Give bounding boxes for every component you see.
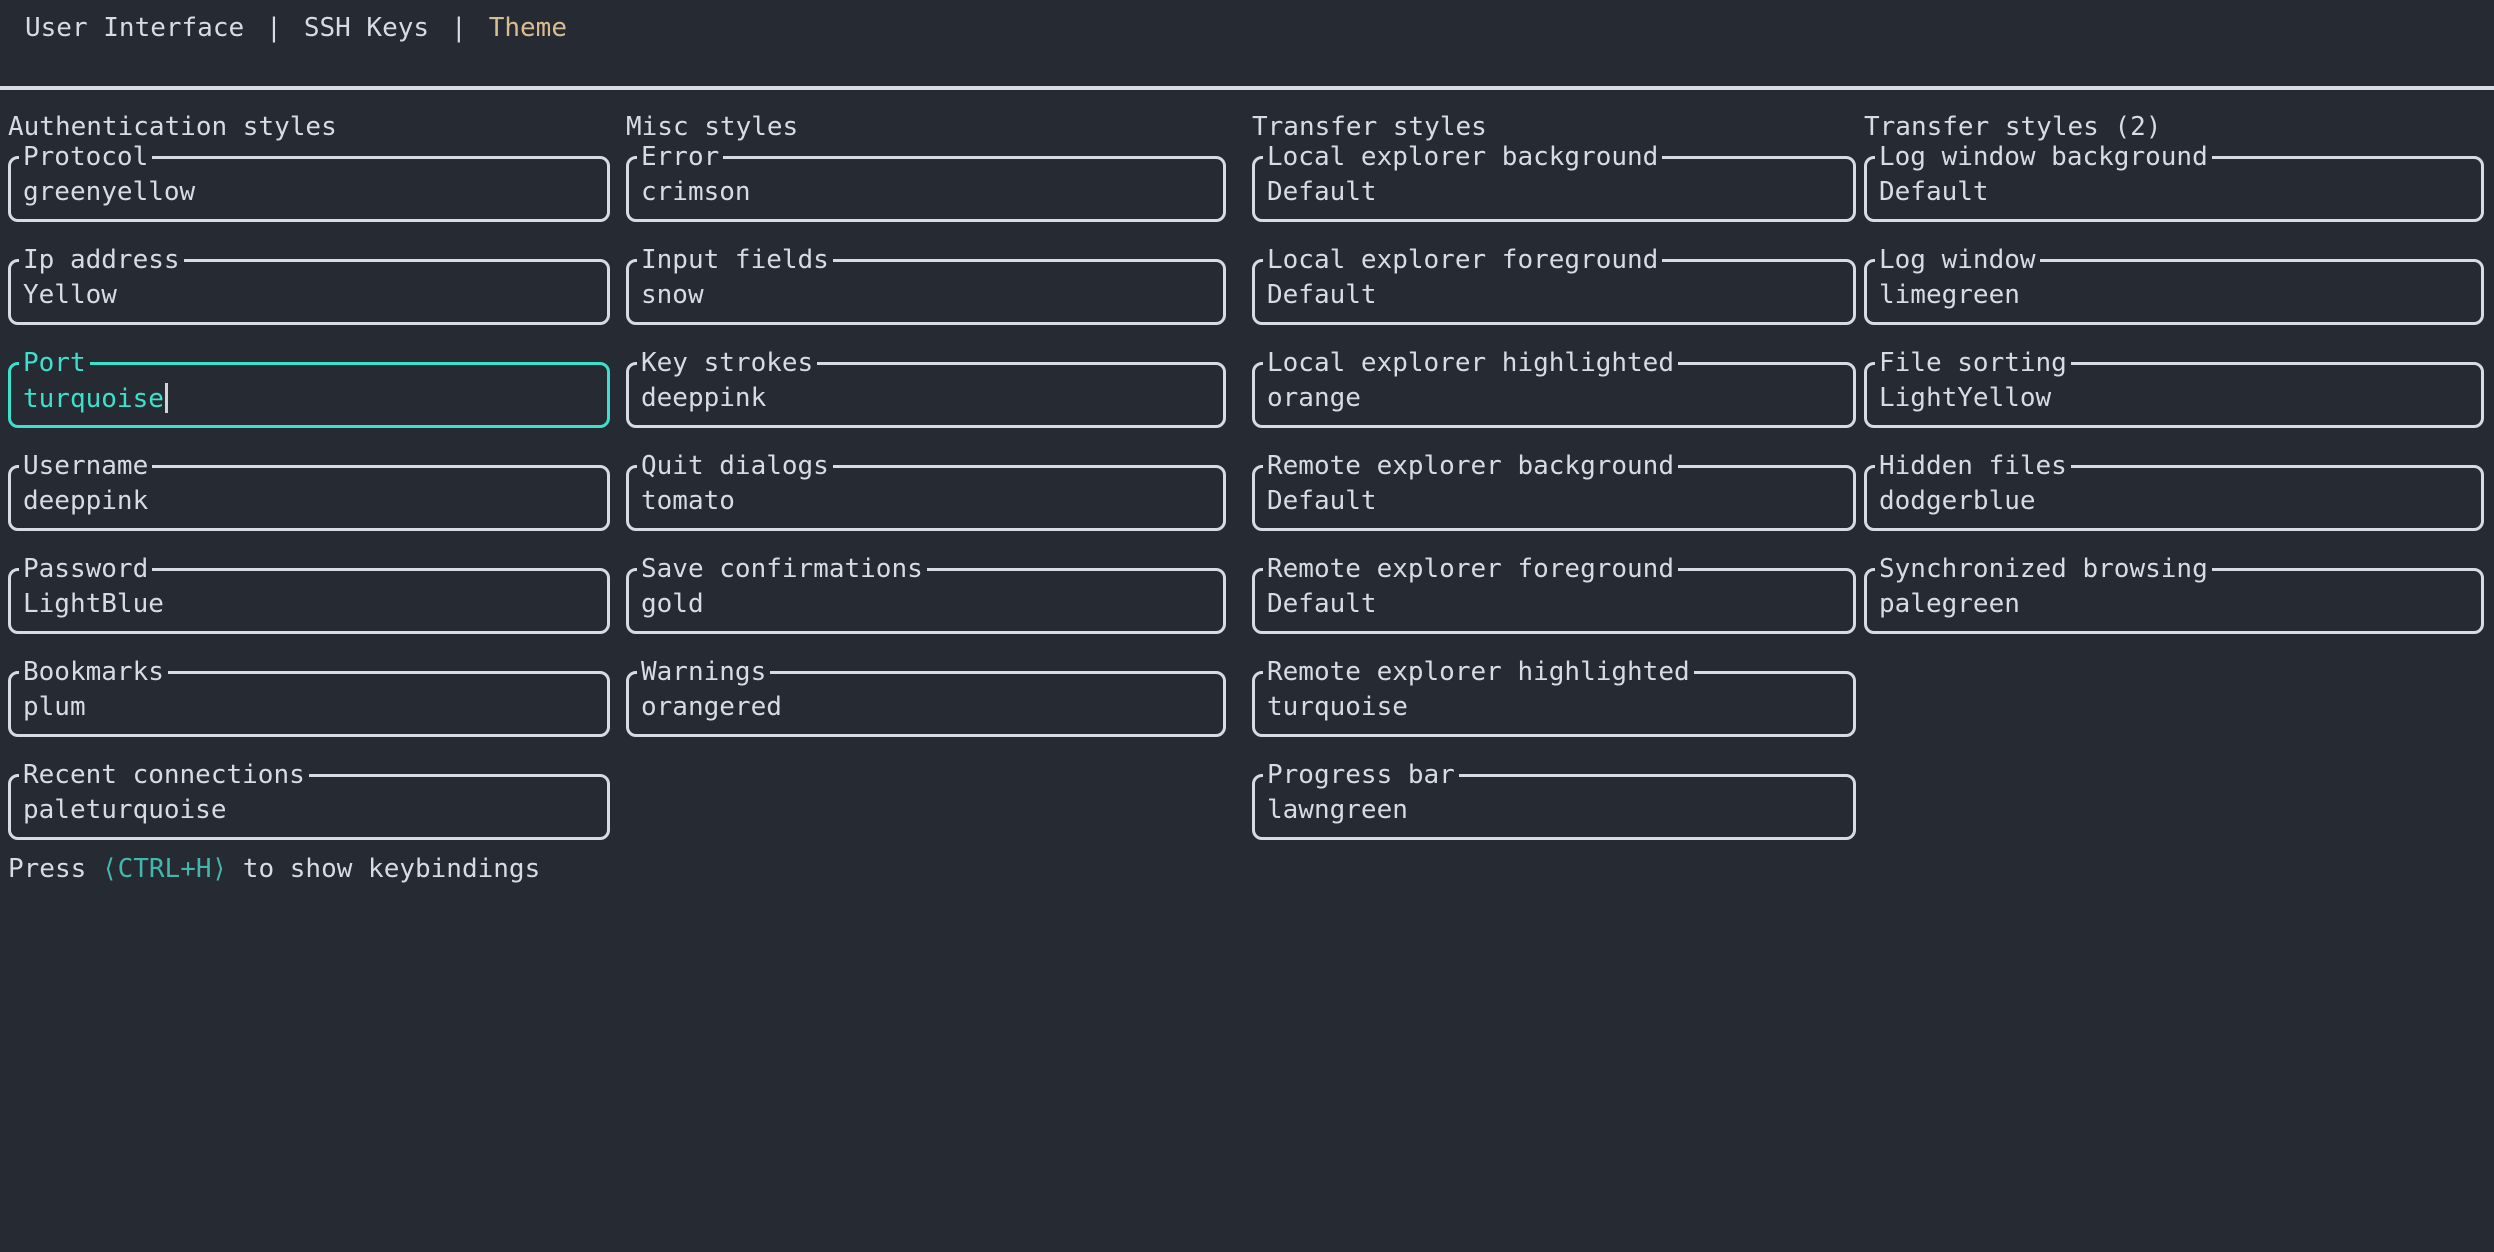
tab-user-interface[interactable]: User Interface: [25, 13, 245, 43]
field-remote-explorer-highlighted[interactable]: Remote explorer highlighted turquoise: [1252, 658, 1856, 737]
field-log-window-background[interactable]: Log window background Default: [1864, 143, 2484, 222]
hint-suffix: to show keybindings: [227, 854, 541, 884]
field-label: Ip address: [19, 246, 184, 274]
field-label: Remote explorer foreground: [1263, 555, 1678, 583]
column-title: Misc styles: [626, 112, 799, 142]
field-value: deeppink: [641, 383, 767, 413]
field-hidden-files[interactable]: Hidden files dodgerblue: [1864, 452, 2484, 531]
field-username[interactable]: Username deeppink: [8, 452, 610, 531]
field-local-explorer-highlighted[interactable]: Local explorer highlighted orange: [1252, 349, 1856, 428]
field-label: Save confirmations: [637, 555, 927, 583]
column-transfer-styles: Transfer styles Local explorer backgroun…: [1252, 112, 1856, 877]
field-value: palegreen: [1879, 589, 2020, 619]
field-port[interactable]: Port turquoise: [8, 349, 610, 428]
hint-key-combo: ⟨CTRL+H⟩: [101, 854, 228, 884]
field-key-strokes[interactable]: Key strokes deeppink: [626, 349, 1226, 428]
field-value: lawngreen: [1267, 795, 1408, 825]
tab-bar: User Interface | SSH Keys | Theme: [25, 13, 567, 43]
field-value: orangered: [641, 692, 782, 722]
field-value: Default: [1267, 280, 1377, 310]
column-title: Transfer styles (2): [1864, 112, 2162, 142]
field-label: Progress bar: [1263, 761, 1459, 789]
field-value: paleturquoise: [23, 795, 227, 825]
field-value: Default: [1267, 589, 1377, 619]
column-authentication-styles: Authentication styles Protocol greenyell…: [8, 112, 610, 877]
field-label: Remote explorer background: [1263, 452, 1678, 480]
field-label: Log window background: [1875, 143, 2212, 171]
keybindings-hint: Press ⟨CTRL+H⟩ to show keybindings: [8, 854, 540, 884]
field-value: Default: [1879, 177, 1989, 207]
field-save-confirmations[interactable]: Save confirmations gold: [626, 555, 1226, 634]
field-password[interactable]: Password LightBlue: [8, 555, 610, 634]
field-value: tomato: [641, 486, 735, 516]
tab-ssh-keys[interactable]: SSH Keys: [303, 13, 430, 43]
column-title: Transfer styles: [1252, 112, 1487, 142]
field-value: Default: [1267, 177, 1377, 207]
field-warnings[interactable]: Warnings orangered: [626, 658, 1226, 737]
field-quit-dialogs[interactable]: Quit dialogs tomato: [626, 452, 1226, 531]
field-input-fields[interactable]: Input fields snow: [626, 246, 1226, 325]
field-value: dodgerblue: [1879, 486, 2036, 516]
field-label: Local explorer foreground: [1263, 246, 1663, 274]
hint-prefix: Press: [8, 854, 102, 884]
field-remote-explorer-background[interactable]: Remote explorer background Default: [1252, 452, 1856, 531]
column-title: Authentication styles: [8, 112, 337, 142]
field-local-explorer-background[interactable]: Local explorer background Default: [1252, 143, 1856, 222]
field-label: Input fields: [637, 246, 833, 274]
field-label: Protocol: [19, 143, 153, 171]
field-label: Error: [637, 143, 724, 171]
column-transfer-styles-2: Transfer styles (2) Log window backgroun…: [1864, 112, 2484, 671]
field-label: Local explorer background: [1263, 143, 1663, 171]
field-recent-connections[interactable]: Recent connections paleturquoise: [8, 761, 610, 840]
field-value: deeppink: [23, 486, 149, 516]
field-value: plum: [23, 692, 86, 722]
field-synchronized-browsing[interactable]: Synchronized browsing palegreen: [1864, 555, 2484, 634]
field-protocol[interactable]: Protocol greenyellow: [8, 143, 610, 222]
tab-separator: |: [266, 13, 282, 43]
field-label: Warnings: [637, 658, 771, 686]
field-value: greenyellow: [23, 177, 196, 207]
field-value: Default: [1267, 486, 1377, 516]
header-divider: [0, 86, 2494, 90]
field-bookmarks[interactable]: Bookmarks plum: [8, 658, 610, 737]
field-file-sorting[interactable]: File sorting LightYellow: [1864, 349, 2484, 428]
field-log-window[interactable]: Log window limegreen: [1864, 246, 2484, 325]
field-label: Recent connections: [19, 761, 309, 789]
field-ip-address[interactable]: Ip address Yellow: [8, 246, 610, 325]
field-value: LightBlue: [23, 589, 164, 619]
tab-separator: |: [451, 13, 467, 43]
field-label: Port: [19, 349, 90, 377]
field-value: Yellow: [23, 280, 117, 310]
field-value: orange: [1267, 383, 1361, 413]
column-misc-styles: Misc styles Error crimson Input fields s…: [626, 112, 1226, 774]
field-local-explorer-foreground[interactable]: Local explorer foreground Default: [1252, 246, 1856, 325]
field-label: Hidden files: [1875, 452, 2071, 480]
field-label: Key strokes: [637, 349, 818, 377]
field-value: crimson: [641, 177, 751, 207]
field-value: limegreen: [1879, 280, 2020, 310]
field-error[interactable]: Error crimson: [626, 143, 1226, 222]
field-value: gold: [641, 589, 704, 619]
field-remote-explorer-foreground[interactable]: Remote explorer foreground Default: [1252, 555, 1856, 634]
field-label: Synchronized browsing: [1875, 555, 2212, 583]
tab-theme[interactable]: Theme: [488, 13, 567, 43]
field-label: Quit dialogs: [637, 452, 833, 480]
field-label: Remote explorer highlighted: [1263, 658, 1694, 686]
field-value: snow: [641, 280, 704, 310]
field-label: Password: [19, 555, 153, 583]
field-label: File sorting: [1875, 349, 2071, 377]
field-label: Username: [19, 452, 153, 480]
field-progress-bar[interactable]: Progress bar lawngreen: [1252, 761, 1856, 840]
field-label: Log window: [1875, 246, 2040, 274]
field-value: LightYellow: [1879, 383, 2052, 413]
field-value: turquoise: [1267, 692, 1408, 722]
field-label: Bookmarks: [19, 658, 168, 686]
field-value: turquoise: [23, 383, 168, 414]
field-label: Local explorer highlighted: [1263, 349, 1678, 377]
text-cursor: [164, 383, 168, 413]
